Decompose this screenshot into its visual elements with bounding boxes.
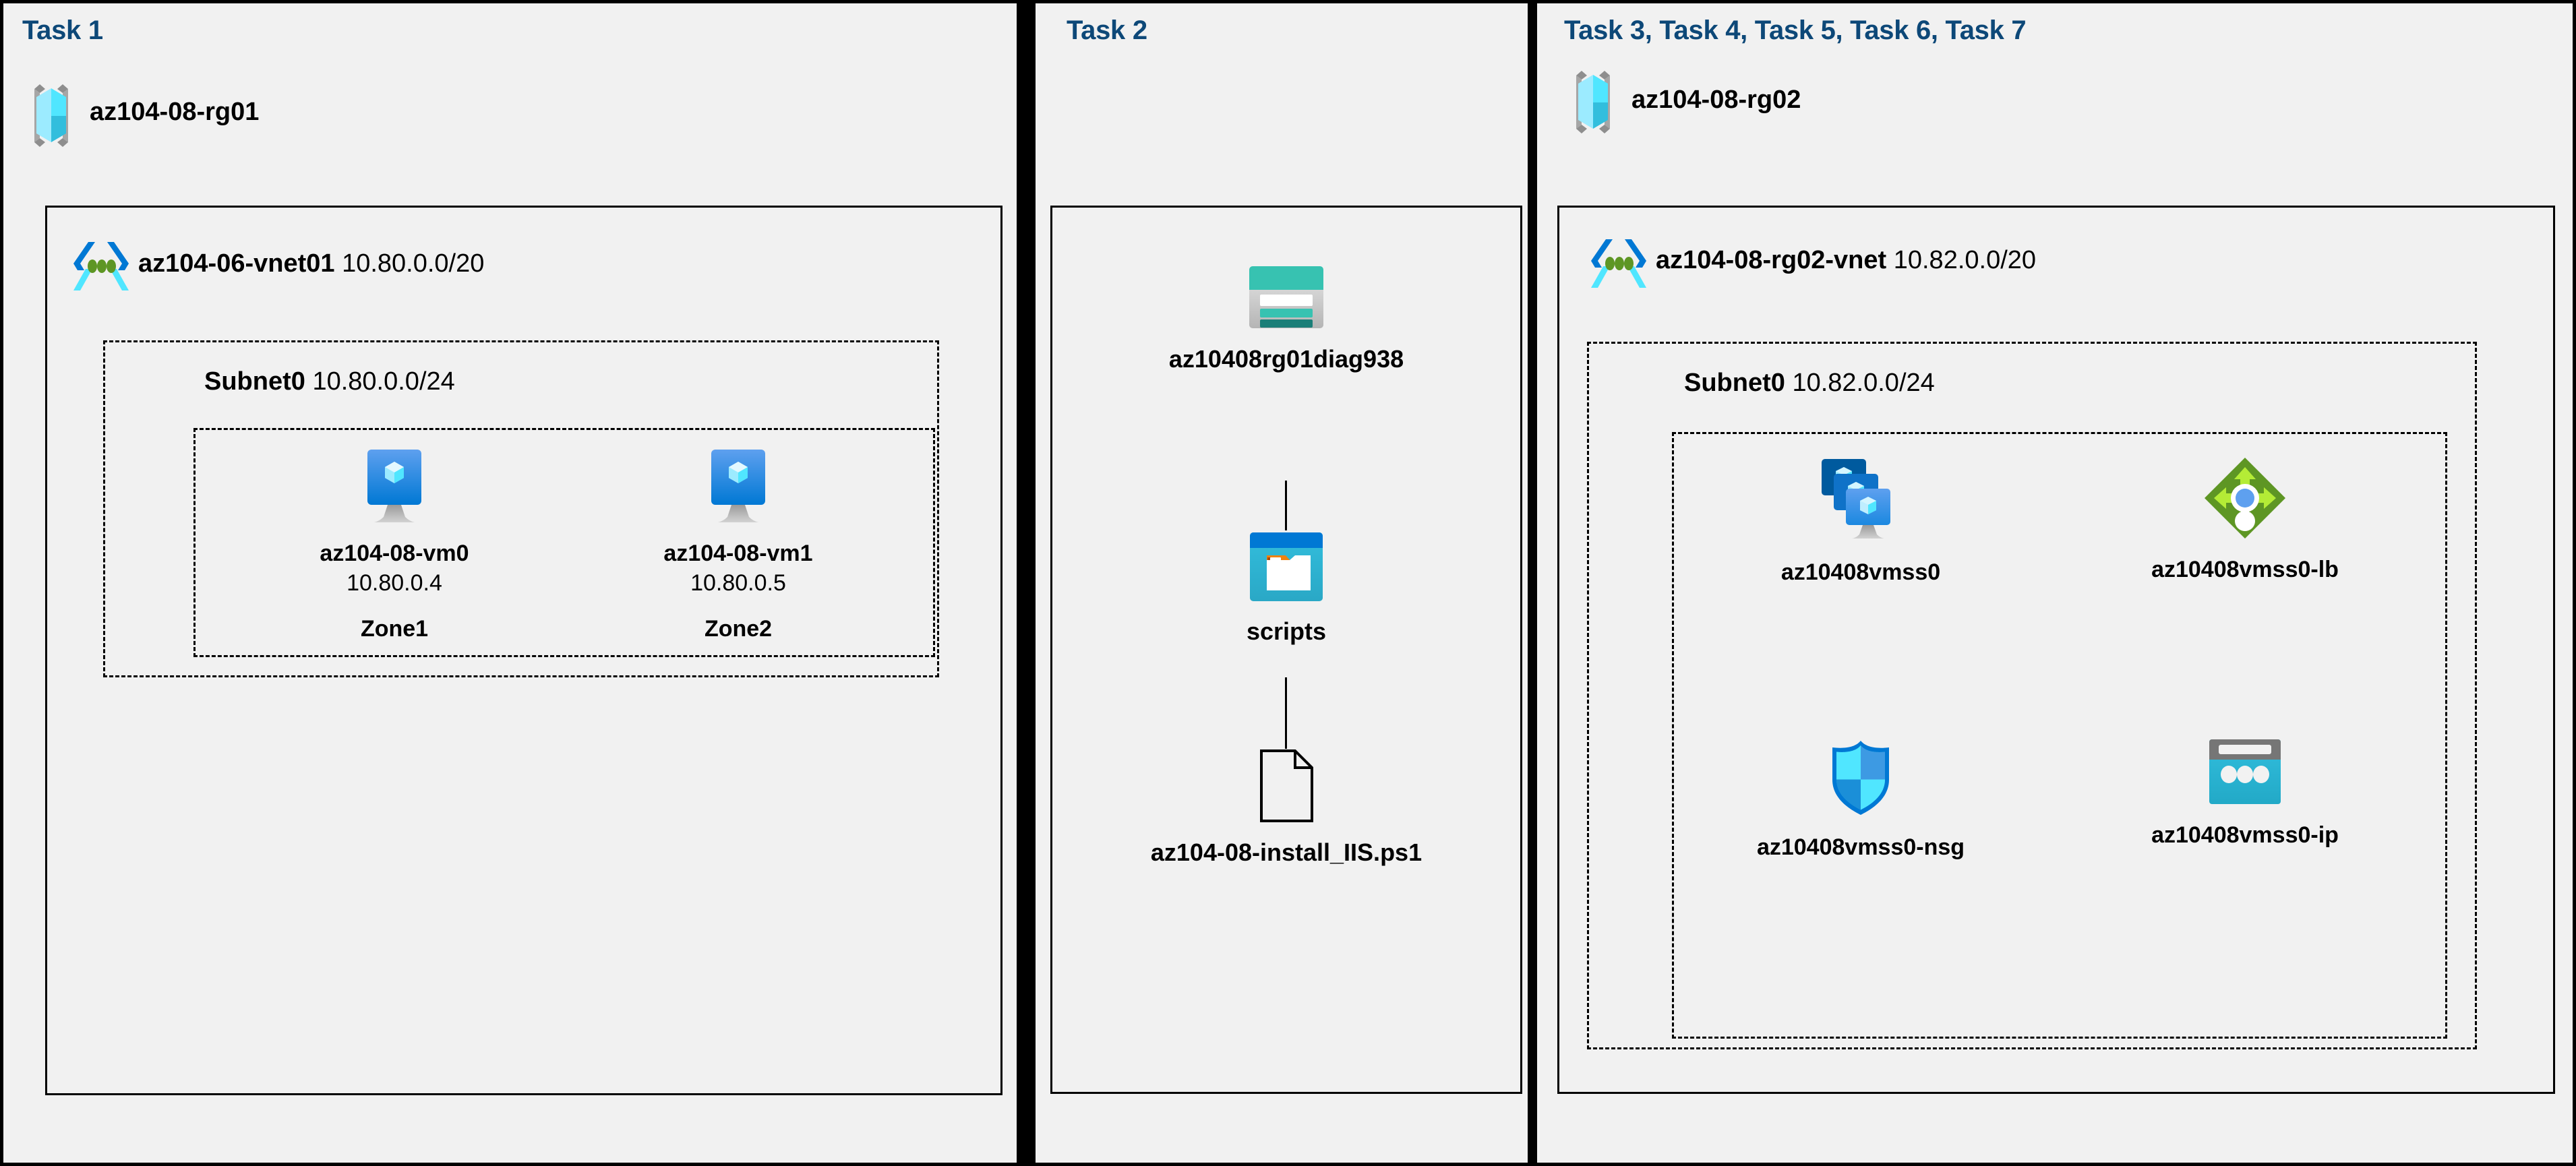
vm1-ip: 10.80.0.5 (690, 570, 786, 596)
subnet-box-task3 (1587, 342, 2477, 1049)
vm0-name: az104-08-vm0 (320, 541, 469, 566)
public-ip-address-icon (2208, 738, 2282, 805)
load-balancer-icon (2203, 456, 2287, 540)
connector-storage-to-container (1285, 481, 1287, 530)
vm-group-box (193, 428, 935, 657)
node-vm1[interactable]: az104-08-vm1 10.80.0.5 Zone2 (637, 448, 839, 642)
resource-group-icon (1567, 69, 1619, 134)
storage-account-name: az10408rg01diag938 (1168, 345, 1404, 373)
resource-group-name: az104-08-rg01 (90, 98, 260, 126)
panel-divider-1 (1017, 0, 1036, 1166)
resource-group-icon (25, 83, 78, 148)
panel-task3: Task 3, Task 4, Task 5, Task 6, Task 7 a… (1537, 0, 2576, 1166)
node-vmss[interactable]: az10408vmss0 (1706, 456, 2016, 587)
vm1-zone: Zone2 (704, 616, 773, 642)
virtual-network-icon (1590, 238, 1646, 289)
public-ip-name: az10408vmss0-ip (2151, 822, 2339, 848)
network-security-group-icon (1826, 738, 1896, 818)
storage-account-icon (1249, 265, 1324, 330)
subnet-name-task3: Subnet0 (1684, 369, 1785, 397)
vnet-box-task1 (45, 206, 1002, 1095)
resource-group-label: az104-08-rg02 (1631, 86, 1801, 115)
blob-container-icon (1249, 532, 1323, 602)
virtual-network-icon (72, 241, 129, 292)
nsg-name: az10408vmss0-nsg (1756, 834, 1965, 860)
vnet-box-task3 (1557, 206, 2555, 1094)
vmss-name: az10408vmss0 (1780, 559, 1941, 585)
blob-container-name: scripts (1246, 617, 1327, 645)
panel-task2: Task 2 az10408rg01diag938 (1036, 0, 1537, 1166)
vm0-ip: 10.80.0.4 (347, 570, 442, 596)
subnet-address-prefix-task3: 10.82.0.0/24 (1792, 369, 1935, 397)
file-icon (1259, 749, 1314, 823)
vnet-label-task3: az104-08-rg02-vnet 10.82.0.0/20 (1656, 246, 2036, 275)
script-file-name: az104-08-install_IIS.ps1 (1150, 838, 1422, 866)
task3-header: Task 3, Task 4, Task 5, Task 6, Task 7 (1564, 16, 2027, 45)
subnet-box-task1 (103, 340, 939, 677)
node-public-ip[interactable]: az10408vmss0-ip (2090, 738, 2400, 850)
vm1-name: az104-08-vm1 (663, 541, 813, 566)
virtual-machine-icon (358, 448, 431, 524)
subnet-label-task3: Subnet0 10.82.0.0/24 (1684, 369, 1935, 398)
vnet-label-task1: az104-06-vnet01 10.80.0.0/20 (138, 249, 484, 278)
task1-header: Task 1 (22, 16, 103, 45)
node-script-file[interactable]: az104-08-install_IIS.ps1 (1118, 749, 1455, 867)
subnet-label-task1: Subnet0 10.80.0.0/24 (204, 367, 455, 396)
subnet-name-task1: Subnet0 (204, 367, 305, 396)
node-nsg[interactable]: az10408vmss0-nsg (1706, 738, 2016, 862)
node-blob-container[interactable]: scripts (1118, 532, 1455, 646)
storage-box-task2 (1050, 206, 1522, 1094)
vnet-name-task1: az104-06-vnet01 (138, 249, 335, 278)
resource-group-box-task3 (1672, 432, 2447, 1039)
vm-scale-set-icon (1810, 456, 1911, 543)
connector-container-to-file (1285, 677, 1287, 749)
vm0-zone: Zone1 (360, 616, 429, 642)
resource-group-name: az104-08-rg02 (1631, 86, 1801, 114)
subnet-address-prefix-task1: 10.80.0.0/24 (312, 367, 455, 396)
panel-task1: Task 1 az104-08-rg01 (0, 0, 1017, 1166)
resource-group-label: az104-08-rg01 (90, 98, 259, 127)
virtual-machine-icon (702, 448, 775, 524)
load-balancer-name: az10408vmss0-lb (2151, 557, 2339, 582)
node-storage-account[interactable]: az10408rg01diag938 (1118, 265, 1455, 374)
task2-header: Task 2 (1067, 16, 1147, 45)
vnet-name-task3: az104-08-rg02-vnet (1656, 246, 1887, 274)
node-vm0[interactable]: az104-08-vm0 10.80.0.4 Zone1 (293, 448, 496, 642)
vnet-address-space-task1: 10.80.0.0/20 (342, 249, 485, 278)
vnet-address-space-task3: 10.82.0.0/20 (1893, 246, 2037, 274)
node-load-balancer[interactable]: az10408vmss0-lb (2090, 456, 2400, 584)
